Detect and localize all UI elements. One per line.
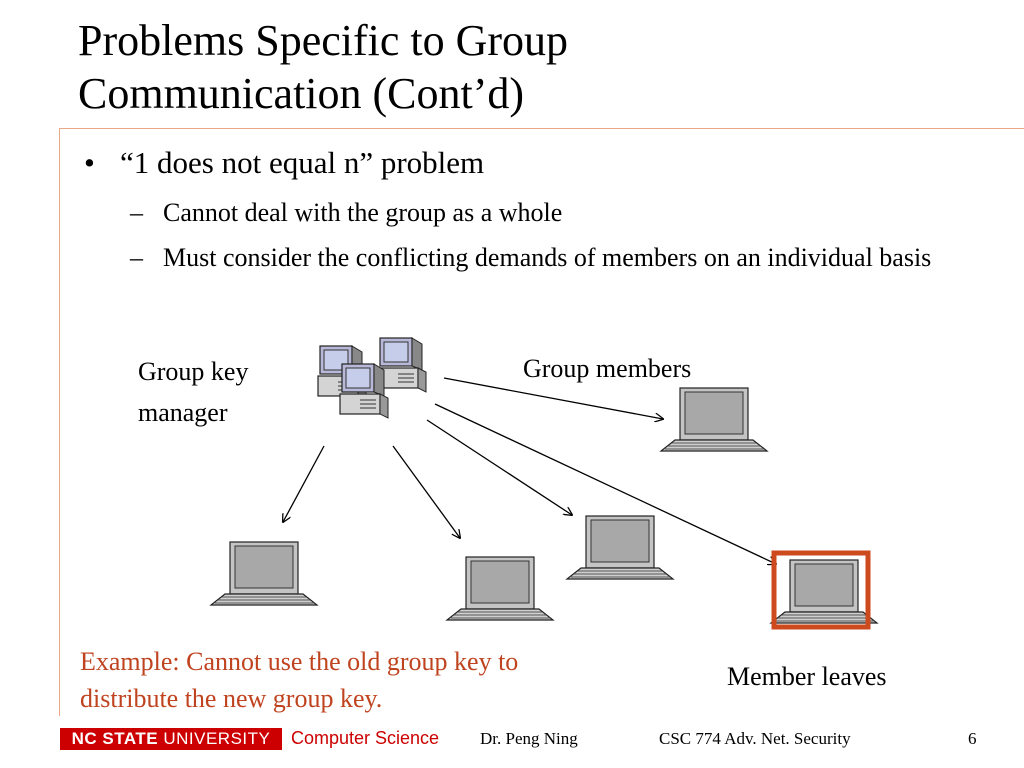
key-arrows xyxy=(283,377,776,564)
ncsu-logo-bold: NC STATE xyxy=(71,729,159,748)
laptop-leaving-member xyxy=(770,559,878,624)
bullet-dot: • xyxy=(84,145,95,180)
group-key-manager-computers xyxy=(317,337,427,419)
slide-footer: NC STATE UNIVERSITY Computer Science Dr.… xyxy=(0,722,1024,768)
title-line-2: Communication (Cont’d) xyxy=(78,69,525,118)
dash-mark: – xyxy=(130,243,143,272)
ncsu-logo: NC STATE UNIVERSITY xyxy=(60,728,282,750)
laptop-member-mid-right xyxy=(566,515,674,580)
arrow-to-member-left xyxy=(283,445,325,522)
arrow-to-member-center xyxy=(392,445,460,538)
laptop-member-left xyxy=(210,541,318,606)
sub-bullet-text: Cannot deal with the group as a whole xyxy=(163,198,563,227)
arrow-to-leaving-member xyxy=(434,403,776,564)
member-leaves-label: Member leaves xyxy=(727,662,887,691)
department-name: Computer Science xyxy=(291,728,440,748)
ncsu-logo-light: UNIVERSITY xyxy=(163,729,271,748)
arrow-to-member-top-right xyxy=(443,377,663,419)
group-member-laptops xyxy=(210,387,878,624)
top-rule xyxy=(59,128,1024,129)
leaving-member-highlight xyxy=(771,550,871,630)
example-line-2: distribute the new group key. xyxy=(80,684,383,713)
members-label: Group members xyxy=(523,354,692,383)
laptop-member-center xyxy=(446,556,554,621)
title-text: Problems Specific to Group Communication… xyxy=(78,14,978,120)
bullet-text: “1 does not equal n” problem xyxy=(120,145,485,180)
manager-label-line-2: manager xyxy=(138,398,228,427)
sub-bullet-text: Must consider the conflicting demands of… xyxy=(163,243,932,272)
left-rule xyxy=(59,128,60,716)
page-number: 6 xyxy=(968,729,977,748)
course-name: CSC 774 Adv. Net. Security xyxy=(659,729,851,748)
laptop-member-top-right xyxy=(660,387,768,452)
example-note: Example: Cannot use the old group key to… xyxy=(80,643,680,717)
arrow-to-member-mid-right xyxy=(426,419,572,515)
title-line-1: Problems Specific to Group xyxy=(78,16,569,65)
dash-mark: – xyxy=(130,198,143,227)
network-diagram xyxy=(210,337,878,630)
author-name: Dr. Peng Ning xyxy=(480,729,578,748)
manager-label-line-1: Group key xyxy=(138,357,249,386)
example-line-1: Example: Cannot use the old group key to xyxy=(80,647,519,676)
